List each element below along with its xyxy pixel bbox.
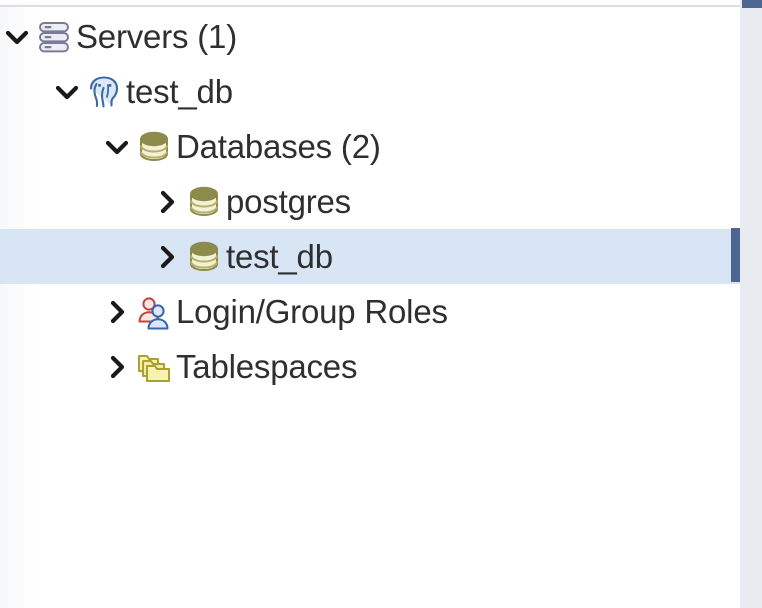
tree-node-label: Databases (2) [176,128,381,165]
tree-row-login-group-roles[interactable]: Login/Group Roles [0,284,740,339]
chevron-down-icon[interactable] [0,20,34,54]
users-icon [134,292,174,332]
postgresql-elephant-icon [84,72,124,112]
tree-node-label: Tablespaces [176,348,358,385]
panel-top-divider [0,5,740,7]
tree-node-label: test_db [226,238,333,275]
adjacent-panel-gutter [740,0,762,608]
chevron-down-icon[interactable] [50,75,84,109]
tree-row-postgres[interactable]: postgres [0,174,740,229]
folders-icon [134,347,174,387]
chevron-down-icon[interactable] [100,130,134,164]
tree-node-label: postgres [226,183,351,220]
database-icon [184,182,224,222]
tree-row-databases[interactable]: Databases (2) [0,119,740,174]
chevron-right-icon[interactable] [150,240,184,274]
tree-node-label: test_db [126,73,233,110]
chevron-right-icon[interactable] [100,350,134,384]
tree-node-label: Servers (1) [76,18,237,55]
tree-row-test_db-database[interactable]: test_db [0,229,740,284]
tree-row-tablespaces[interactable]: Tablespaces [0,339,740,394]
vertical-scrollbar-thumb[interactable] [731,228,740,282]
database-coll-icon [134,127,174,167]
database-icon [184,237,224,277]
chevron-right-icon[interactable] [150,185,184,219]
panel-top-fade [0,0,740,5]
server-rack-icon [34,17,74,57]
gutter-top-marker [742,0,762,8]
tree-node-label: Login/Group Roles [176,293,448,330]
chevron-right-icon[interactable] [100,295,134,329]
tree-row-servers[interactable]: Servers (1) [0,9,740,64]
tree-row-test_db-server[interactable]: test_db [0,64,740,119]
